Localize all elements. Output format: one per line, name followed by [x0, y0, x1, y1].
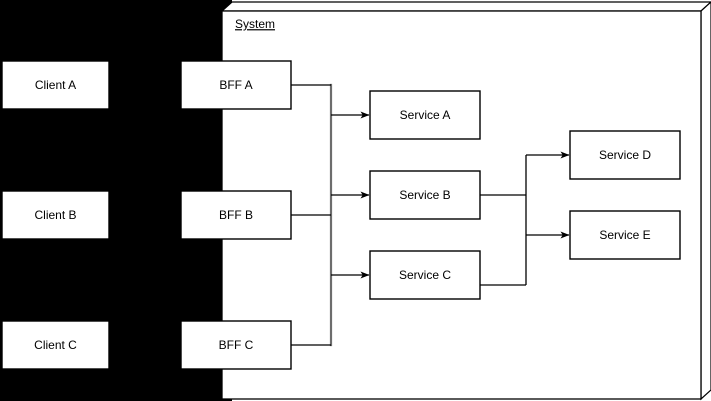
node-client-a-label: Client A: [35, 78, 76, 92]
node-service-a[interactable]: Service A: [369, 90, 481, 140]
node-bff-c[interactable]: BFF C: [180, 320, 292, 370]
system-boundary-bevel-right: [700, 1, 711, 401]
node-bff-a-label: BFF A: [219, 78, 252, 92]
node-bff-c-label: BFF C: [219, 338, 254, 352]
node-client-b[interactable]: Client B: [1, 190, 110, 240]
node-client-c-label: Client C: [34, 338, 77, 352]
node-service-e[interactable]: Service E: [569, 210, 681, 260]
node-service-b[interactable]: Service B: [369, 170, 481, 220]
node-client-c[interactable]: Client C: [1, 320, 110, 370]
node-bff-b[interactable]: BFF B: [180, 190, 292, 240]
node-bff-b-label: BFF B: [219, 208, 253, 222]
node-service-d-box[interactable]: [569, 130, 681, 180]
node-service-d[interactable]: Service D: [569, 130, 681, 180]
node-client-b-label: Client B: [34, 208, 76, 222]
node-service-a-label: Service A: [400, 108, 451, 122]
node-service-c[interactable]: Service C: [369, 250, 481, 300]
node-service-e-box[interactable]: [569, 210, 681, 260]
node-bff-a[interactable]: BFF A: [180, 60, 292, 110]
node-service-e-label: Service E: [599, 228, 650, 242]
node-service-a-box[interactable]: [369, 90, 481, 140]
node-bff-c-box[interactable]: [180, 320, 292, 370]
node-service-b-label: Service B: [399, 188, 450, 202]
system-boundary-label: System: [235, 17, 275, 31]
connector-layer: [291, 83, 570, 347]
node-bff-a-box[interactable]: [180, 60, 292, 110]
node-service-b-box[interactable]: [369, 170, 481, 220]
node-client-a[interactable]: Client A: [1, 60, 110, 110]
node-service-c-box[interactable]: [369, 250, 481, 300]
node-bff-b-box[interactable]: [180, 190, 292, 240]
node-client-c-box[interactable]: [1, 320, 110, 370]
node-service-d-label: Service D: [599, 148, 651, 162]
node-client-b-box[interactable]: [1, 190, 110, 240]
node-client-a-box[interactable]: [1, 60, 110, 110]
node-service-c-label: Service C: [399, 268, 451, 282]
system-boundary-bevel-top: [220, 1, 711, 12]
